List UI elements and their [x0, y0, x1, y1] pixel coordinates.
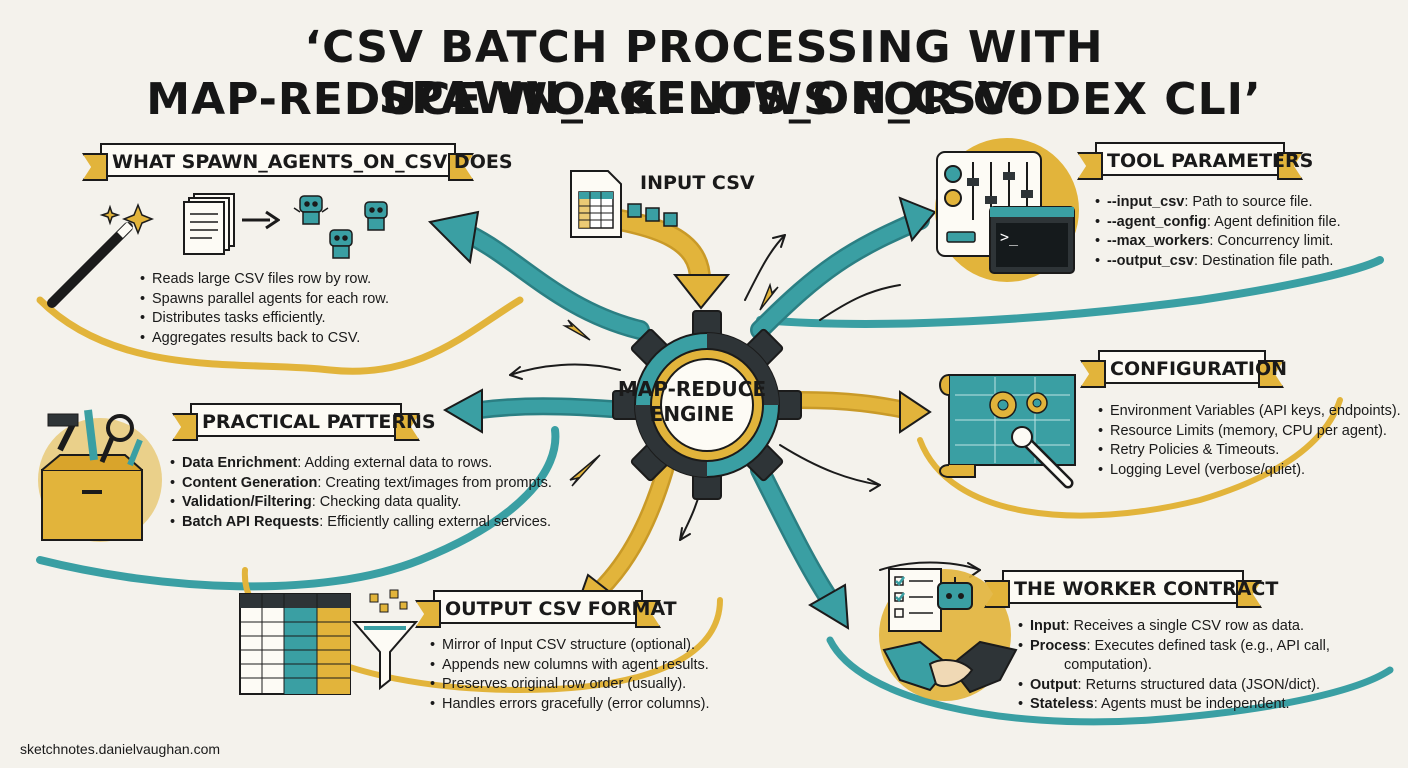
funnel-icon — [351, 589, 419, 691]
list-item: Process: Executes defined task (e.g., AP… — [1018, 637, 1330, 657]
list-item-continuation: computation). — [1064, 657, 1152, 673]
pattern-name: Data Enrichment — [182, 455, 298, 471]
list-item: Environment Variables (API keys, endpoin… — [1098, 402, 1401, 422]
swoosh-left-gold — [36, 296, 524, 375]
arrow-right-icon — [242, 210, 280, 230]
output-format-list: Mirror of Input CSV structure (optional)… — [430, 636, 710, 714]
tool-params-list: --input_csv: Path to source file. --agen… — [1095, 193, 1341, 271]
param-desc: : Destination file path. — [1194, 252, 1334, 269]
list-item: Mirror of Input CSV structure (optional)… — [430, 636, 710, 656]
list-item: Data Enrichment: Adding external data to… — [170, 454, 552, 474]
practical-patterns-list: Data Enrichment: Adding external data to… — [170, 454, 552, 532]
contract-term: Input — [1030, 618, 1066, 634]
list-item: Content Generation: Creating text/images… — [170, 474, 552, 494]
worker-contract-list: Input: Receives a single CSV row as data… — [1018, 617, 1330, 715]
list-item: Appends new columns with agent results. — [430, 656, 710, 676]
list-item: Logging Level (verbose/quiet). — [1098, 461, 1401, 481]
list-item: Validation/Filtering: Checking data qual… — [170, 493, 552, 513]
pattern-desc: : Efficiently calling external services. — [319, 513, 552, 530]
swoosh-tool-teal — [756, 256, 1384, 328]
spreadsheet-icon — [570, 170, 622, 238]
output-format-heading: OUTPUT CSV FORMAT — [433, 590, 677, 624]
data-cells-icon — [627, 203, 678, 227]
list-item: Distributes tasks efficiently. — [140, 309, 389, 329]
handshake-icon — [882, 640, 1018, 694]
worker-contract-heading: THE WORKER CONTRACT — [1002, 570, 1278, 604]
contract-term: Process — [1030, 637, 1087, 654]
documents-icon — [183, 193, 235, 255]
list-item: Spawns parallel agents for each row. — [140, 290, 389, 310]
list-item: --output_csv: Destination file path. — [1095, 252, 1341, 272]
practical-patterns-heading: PRACTICAL PATTERNS — [190, 403, 436, 437]
list-item: Reads large CSV files row by row. — [140, 270, 389, 290]
list-item: Output: Returns structured data (JSON/di… — [1018, 676, 1330, 696]
list-item: Resource Limits (memory, CPU per agent). — [1098, 422, 1401, 442]
config-gear-icon — [989, 391, 1048, 419]
list-item: Batch API Requests: Efficiently calling … — [170, 513, 552, 533]
contract-desc: : Agents must be independent. — [1093, 696, 1290, 712]
engine-label: MAP-REDUCE ENGINE — [612, 377, 772, 427]
param-name: --max_workers — [1107, 233, 1210, 249]
list-item: Input: Receives a single CSV row as data… — [1018, 617, 1330, 637]
param-desc: : Path to source file. — [1184, 194, 1313, 210]
terminal-icon — [989, 206, 1075, 274]
magic-wand-icon — [47, 202, 155, 308]
list-item: Retry Policies & Timeouts. — [1098, 441, 1401, 461]
what-it-does-heading: WHAT SPAWN_AGENTS_ON_CSV DOES — [100, 143, 513, 177]
contract-desc: : Receives a single CSV row as data. — [1065, 618, 1304, 634]
output-spreadsheet-icon — [239, 593, 351, 695]
tool-params-heading: TOOL PARAMETERS — [1095, 142, 1313, 176]
engine-label-line-2: ENGINE — [649, 402, 735, 426]
wrench-icon — [1011, 426, 1074, 489]
param-desc: : Concurrency limit. — [1209, 233, 1334, 249]
configuration-list: Environment Variables (API keys, endpoin… — [1098, 402, 1401, 480]
list-item: --agent_config: Agent definition file. — [1095, 213, 1341, 233]
terminal-prompt: >_ — [1000, 228, 1019, 246]
param-name: --input_csv — [1107, 194, 1185, 210]
checklist-icon — [888, 568, 942, 632]
list-item: Handles errors gracefully (error columns… — [430, 695, 710, 715]
robot-icon — [293, 195, 388, 259]
engine-label-line-1: MAP-REDUCE — [617, 377, 767, 401]
contract-desc: : Executes defined task (e.g., API call, — [1086, 637, 1330, 654]
page-title-line-2: MAP-REDUCE WORKFLOWS FOR CODEX CLI’ — [146, 74, 1262, 125]
param-desc: : Agent definition file. — [1206, 213, 1341, 230]
footer-credit: sketchnotes.danielvaughan.com — [20, 741, 221, 757]
pattern-name: Content Generation — [182, 474, 318, 491]
list-item: --input_csv: Path to source file. — [1095, 193, 1341, 213]
pattern-name: Validation/Filtering — [182, 494, 312, 510]
configuration-heading: CONFIGURATION — [1098, 350, 1287, 384]
list-item: Stateless: Agents must be independent. — [1018, 695, 1330, 715]
contract-term: Output — [1030, 676, 1078, 693]
gear-icon — [612, 310, 802, 500]
pattern-name: Batch API Requests — [182, 513, 320, 530]
contract-desc: : Returns structured data (JSON/dict). — [1077, 676, 1321, 693]
pattern-desc: : Creating text/images from prompts. — [317, 474, 552, 491]
pattern-desc: : Adding external data to rows. — [297, 455, 493, 471]
page-title-line-1: ‘CSV BATCH PROCESSING WITH SPAWN_AGENTS_… — [304, 22, 1104, 124]
list-item: --max_workers: Concurrency limit. — [1095, 232, 1341, 252]
input-csv-label: INPUT CSV — [640, 172, 755, 194]
what-it-does-list: Reads large CSV files row by row. Spawns… — [140, 270, 389, 348]
contract-term: Stateless — [1030, 696, 1094, 712]
worker-robot-icon — [937, 577, 973, 610]
swoosh-worker-teal — [826, 636, 1394, 726]
list-item: Aggregates results back to CSV. — [140, 329, 389, 349]
pattern-desc: : Checking data quality. — [311, 494, 462, 510]
toolbox-icon — [38, 409, 162, 542]
param-name: --agent_config — [1107, 213, 1207, 230]
param-name: --output_csv — [1107, 252, 1194, 269]
list-item: Preserves original row order (usually). — [430, 675, 710, 695]
